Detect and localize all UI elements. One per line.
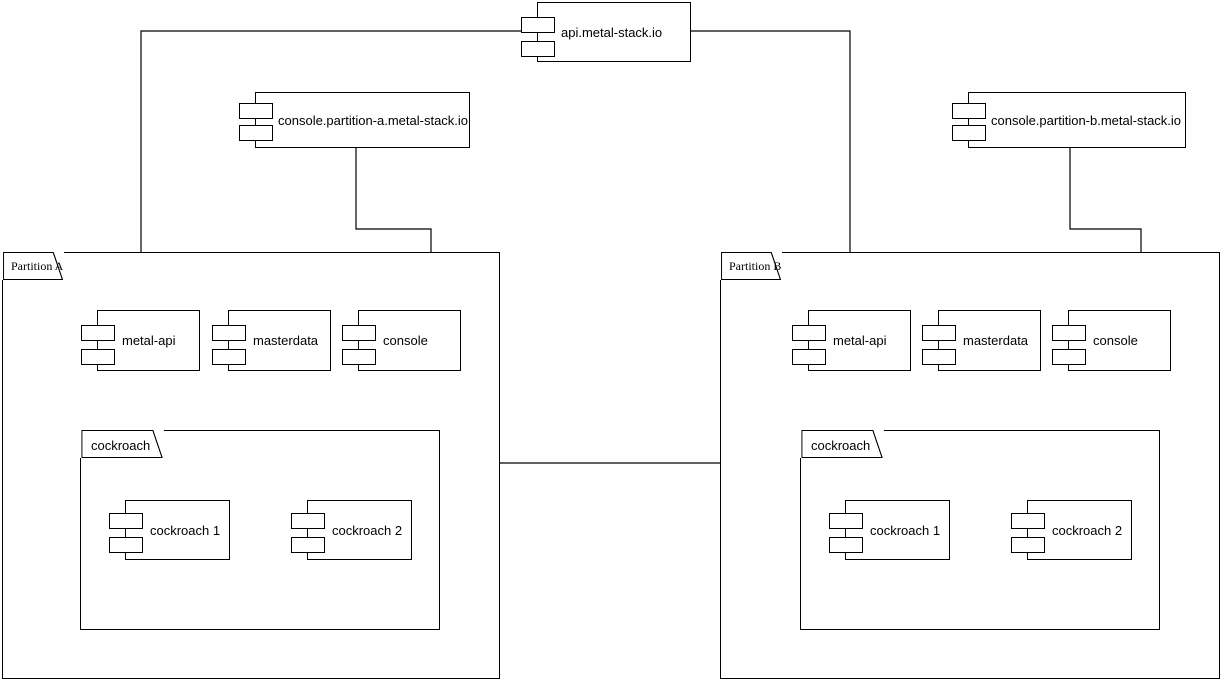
component-label: cockroach 2 xyxy=(1052,523,1123,538)
partition-b-tab xyxy=(720,252,782,280)
component-label: metal-api xyxy=(833,333,887,348)
component-port-icon-bottom xyxy=(109,537,143,553)
component-port-icon-bottom xyxy=(291,537,325,553)
component-port-icon-top xyxy=(792,325,826,341)
component-port-icon-bottom xyxy=(922,349,956,365)
component-label: console.partition-b.metal-stack.io xyxy=(991,113,1182,128)
component-label: metal-api xyxy=(122,333,176,348)
component-label: console xyxy=(383,333,428,348)
component-port-icon-top xyxy=(342,325,376,341)
component-port-icon-bottom xyxy=(1011,537,1045,553)
component-port-icon-top xyxy=(291,513,325,529)
component-b-cockroach-1[interactable]: cockroach 1 xyxy=(829,500,950,560)
component-port-icon-bottom xyxy=(521,41,555,57)
container-a-cockroach-tab xyxy=(80,430,164,458)
partition-b-label: Partition B xyxy=(729,259,782,273)
component-port-icon-bottom xyxy=(342,349,376,365)
partition-a-label: Partition A xyxy=(11,259,64,273)
component-port-icon-top xyxy=(922,325,956,341)
component-b-masterdata[interactable]: masterdata xyxy=(922,310,1041,371)
component-a-cockroach-2[interactable]: cockroach 2 xyxy=(291,500,412,560)
component-console-partition-b[interactable]: console.partition-b.metal-stack.io xyxy=(952,92,1186,148)
component-port-icon-top xyxy=(109,513,143,529)
component-port-icon-bottom xyxy=(1052,349,1086,365)
component-label: api.metal-stack.io xyxy=(561,25,663,40)
component-b-metal-api[interactable]: metal-api xyxy=(792,310,911,371)
component-port-icon-top xyxy=(829,513,863,529)
component-port-icon-top xyxy=(952,103,986,119)
container-b-cockroach-tab xyxy=(800,430,884,458)
component-port-icon-bottom xyxy=(829,537,863,553)
component-port-icon-bottom xyxy=(81,349,115,365)
container-a-cockroach-label: cockroach xyxy=(91,438,151,453)
component-b-cockroach-2[interactable]: cockroach 2 xyxy=(1011,500,1132,560)
component-a-metal-api[interactable]: metal-api xyxy=(81,310,200,371)
component-label: cockroach 1 xyxy=(150,523,221,538)
component-port-icon-top xyxy=(1011,513,1045,529)
partition-a-tab xyxy=(2,252,64,280)
component-api-metal-stack-io[interactable]: api.metal-stack.io xyxy=(521,2,691,62)
component-console-partition-a[interactable]: console.partition-a.metal-stack.io xyxy=(239,92,470,148)
component-port-icon-bottom xyxy=(212,349,246,365)
component-a-console[interactable]: console xyxy=(342,310,461,371)
component-port-icon-top xyxy=(81,325,115,341)
component-label: masterdata xyxy=(253,333,319,348)
component-port-icon-top xyxy=(1052,325,1086,341)
component-a-cockroach-1[interactable]: cockroach 1 xyxy=(109,500,230,560)
component-label: console xyxy=(1093,333,1138,348)
component-port-icon-bottom xyxy=(952,125,986,141)
component-a-masterdata[interactable]: masterdata xyxy=(212,310,331,371)
component-port-icon-top xyxy=(239,103,273,119)
component-port-icon-top xyxy=(521,17,555,33)
component-b-console[interactable]: console xyxy=(1052,310,1171,371)
container-b-cockroach-label: cockroach xyxy=(811,438,871,453)
component-label: masterdata xyxy=(963,333,1029,348)
component-label: cockroach 1 xyxy=(870,523,941,538)
component-label: console.partition-a.metal-stack.io xyxy=(278,113,469,128)
component-port-icon-bottom xyxy=(792,349,826,365)
component-label: cockroach 2 xyxy=(332,523,403,538)
component-port-icon-bottom xyxy=(239,125,273,141)
component-port-icon-top xyxy=(212,325,246,341)
